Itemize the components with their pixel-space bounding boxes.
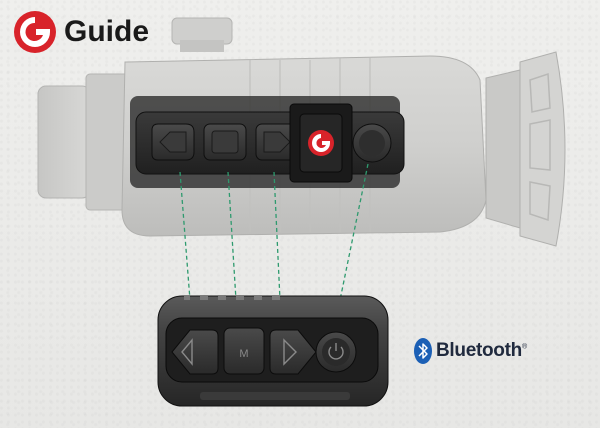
guide-logo-icon bbox=[14, 11, 56, 53]
remote-power-button bbox=[315, 331, 357, 373]
remote-back-button bbox=[171, 329, 219, 375]
device-menu-button bbox=[203, 123, 247, 161]
remote-forward-button bbox=[269, 329, 317, 375]
bluetooth-label: Bluetooth® bbox=[436, 340, 527, 361]
remote-menu-button: M bbox=[223, 327, 265, 375]
brand-name: Guide bbox=[64, 15, 150, 48]
remote-menu-glyph: M bbox=[239, 348, 248, 360]
brand-logo: Guide bbox=[12, 10, 149, 54]
connector-lines bbox=[179, 163, 369, 301]
device-back-button bbox=[151, 123, 195, 161]
bluetooth-remote: M bbox=[157, 295, 389, 407]
device-forward-button bbox=[255, 123, 299, 161]
bluetooth-icon bbox=[414, 338, 432, 364]
device-round-button bbox=[352, 123, 392, 163]
bluetooth-badge: Bluetooth® bbox=[414, 338, 527, 364]
device-logo-power-button bbox=[289, 103, 353, 183]
monocular-device bbox=[37, 17, 566, 247]
